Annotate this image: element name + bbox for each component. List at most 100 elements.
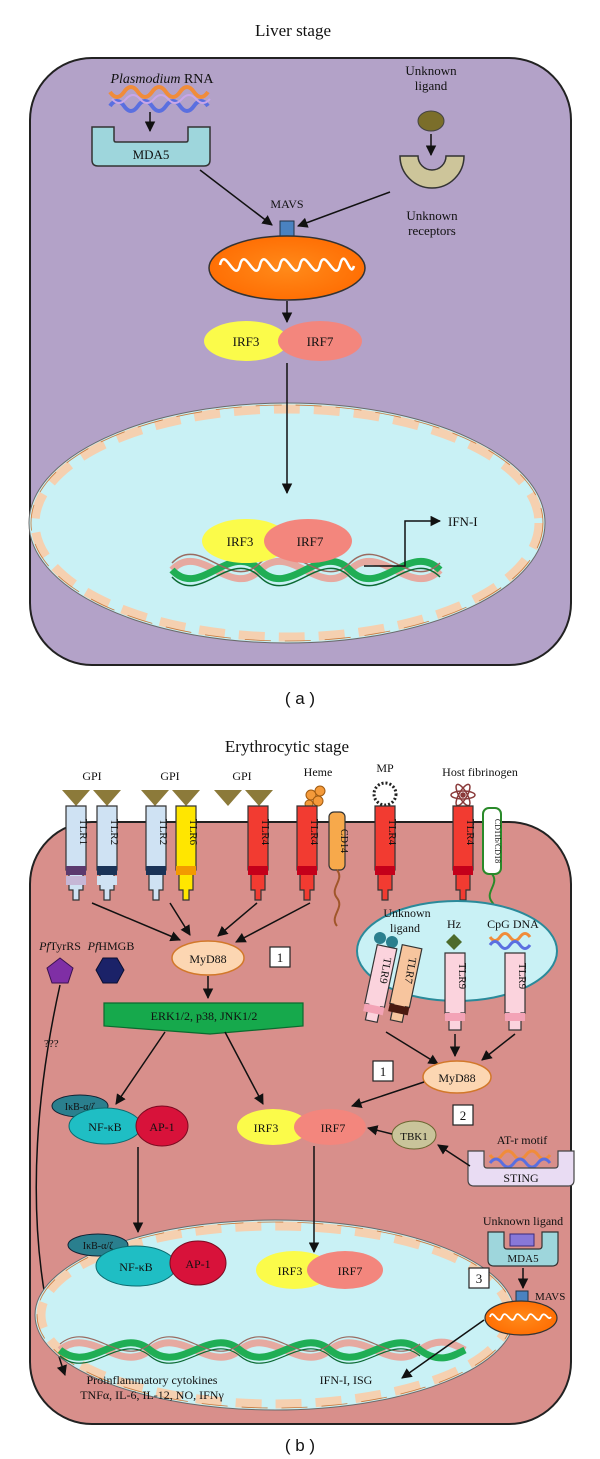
unknown-receptors-label-1: Unknown — [406, 208, 458, 223]
pathway-number-3 — [468, 1267, 490, 1289]
pftyrrs-label: PfTyrRS — [38, 939, 81, 953]
pathway-number-1-top-label: 1 — [277, 950, 284, 965]
endosome-unknown-ligand-icon — [374, 932, 398, 948]
mapk-label: ERK1/2, p38, JNK1/2 — [151, 1009, 258, 1023]
tlr4-receptor-a — [247, 805, 269, 901]
tlr2-label-b: TLR2 — [157, 819, 169, 845]
panel-a-caption: ( a ) — [285, 689, 315, 708]
cd14-coreceptor — [328, 811, 346, 927]
tlr4-label-b: TLR4 — [308, 819, 320, 846]
plasmodium-rna-label: Plasmodium RNA — [109, 72, 214, 87]
nuclear-irf7-label: IRF7 — [297, 534, 324, 549]
unknown-ligand-2-icon — [509, 1233, 535, 1247]
tlr4-label-a: TLR4 — [259, 819, 271, 846]
nuclear-irf7-b-label: IRF7 — [338, 1264, 363, 1278]
tlr4-label-d: TLR4 — [464, 819, 476, 846]
plasmodium-rna-helix-icon — [108, 85, 211, 113]
unknown-mechanism-label: ??? — [44, 1038, 59, 1050]
cytokines-label-1: Proinflammatory cytokines — [87, 1373, 218, 1387]
unknown-receptor-cup — [399, 155, 465, 189]
pathway-number-2-label: 2 — [460, 1108, 467, 1123]
tlr4-receptor-c — [374, 805, 396, 901]
nuclear-irf3 — [202, 519, 290, 563]
gpi-ligand-icons — [62, 790, 273, 806]
irf3-label-b: IRF3 — [254, 1121, 279, 1135]
irf7-protein — [278, 321, 362, 361]
pathway-number-1-mid — [372, 1060, 394, 1082]
tlr2-receptor-a — [96, 805, 118, 901]
sting-receptor — [467, 1150, 575, 1187]
tlr9-receptor-b — [444, 952, 466, 1031]
tlr4-receptor-b — [296, 805, 318, 901]
pathway-number-1-top — [269, 946, 291, 968]
panel-b-caption: ( b ) — [285, 1436, 315, 1455]
pathway-number-1-mid-label: 1 — [380, 1064, 387, 1079]
tlr9-receptor-c — [504, 952, 526, 1031]
myd88-top-label: MyD88 — [189, 952, 226, 966]
mda5-label: MDA5 — [133, 147, 170, 162]
heme-ligand-icon — [304, 785, 326, 809]
unknown-ligand-label-1: Unknown — [405, 63, 457, 78]
myd88-mid — [422, 1060, 492, 1094]
tbk1-label: TBK1 — [400, 1131, 428, 1143]
myd88-top — [171, 940, 245, 976]
tlr2-receptor-b — [145, 805, 167, 901]
at-motif-label: AT-r motif — [497, 1133, 548, 1147]
irf7-label-b: IRF7 — [321, 1121, 346, 1135]
mitochondrion-icon — [208, 235, 366, 301]
tlr2-label-a: TLR2 — [108, 819, 120, 845]
endosome-unknown-ligand-1: Unknown — [383, 906, 430, 920]
at-motif-dna-icon — [488, 1149, 552, 1169]
ap1-label: AP-1 — [149, 1120, 174, 1134]
mapk-banner — [103, 1002, 304, 1035]
myd88-mid-label: MyD88 — [438, 1071, 475, 1085]
gpi-label-2: GPI — [160, 769, 179, 783]
cpg-dna-icon — [488, 932, 532, 950]
tlr6-label: TLR6 — [187, 819, 199, 846]
unknown-ligand-label-2: ligand — [415, 78, 448, 93]
heme-label: Heme — [304, 765, 333, 779]
irf7-protein-b — [294, 1109, 366, 1145]
mavs-label-b: MAVS — [535, 1291, 565, 1303]
nuclear-irf3-label: IRF3 — [227, 534, 254, 549]
gpi-label-3: GPI — [232, 769, 251, 783]
mp-ligand-icon — [372, 781, 398, 807]
tlr9-label-b: TLR9 — [456, 963, 468, 990]
tlr9-label-c: TLR9 — [516, 963, 528, 990]
ifn-isg-label: IFN-I, ISG — [320, 1373, 373, 1387]
pathway-number-2 — [452, 1104, 474, 1126]
ikb-label: IκB-α/ζ — [65, 1102, 96, 1113]
mda5-label-b: MDA5 — [507, 1253, 539, 1265]
nuclear-ap1-label: AP-1 — [185, 1257, 210, 1271]
tlr7-receptor — [388, 943, 423, 1024]
pftyrrs-icon — [46, 957, 74, 984]
panel-b-title: Erythrocytic stage — [225, 737, 349, 756]
tlr4-label-c: TLR4 — [386, 819, 398, 846]
tlr4-receptor-d — [452, 805, 474, 901]
tlr7-label: TLR7 — [402, 957, 418, 985]
gpi-label-1: GPI — [82, 769, 101, 783]
cd11b-label: CD11b/CD18 — [493, 819, 502, 863]
irf7-label: IRF7 — [307, 334, 334, 349]
nuclear-irf7 — [264, 519, 352, 563]
endosome-unknown-ligand-2: ligand — [390, 921, 420, 935]
tlr9-label-a: TLR9 — [377, 957, 393, 985]
tlr9-receptor-a — [363, 943, 398, 1024]
tlr1-label: TLR1 — [77, 819, 89, 845]
irf3-label: IRF3 — [233, 334, 260, 349]
cpg-dna-label: CpG DNA — [487, 917, 539, 931]
nfkb-label: NF-κB — [88, 1120, 121, 1134]
nuclear-irf7-b — [307, 1251, 383, 1289]
mitochondrion-b-icon — [484, 1300, 558, 1336]
hz-label: Hz — [447, 917, 461, 931]
tbk1-protein — [391, 1120, 437, 1150]
nuclear-nfkb-label: NF-κB — [119, 1260, 152, 1274]
hemozoin-icon — [446, 934, 462, 950]
nuclear-ap1 — [169, 1240, 227, 1286]
sting-label: STING — [503, 1171, 539, 1185]
unknown-ligand-icon — [417, 110, 445, 132]
fibrinogen-ligand-icon — [450, 783, 476, 807]
dna-helix-a — [169, 553, 443, 587]
ifn-i-label: IFN-I — [448, 514, 478, 529]
